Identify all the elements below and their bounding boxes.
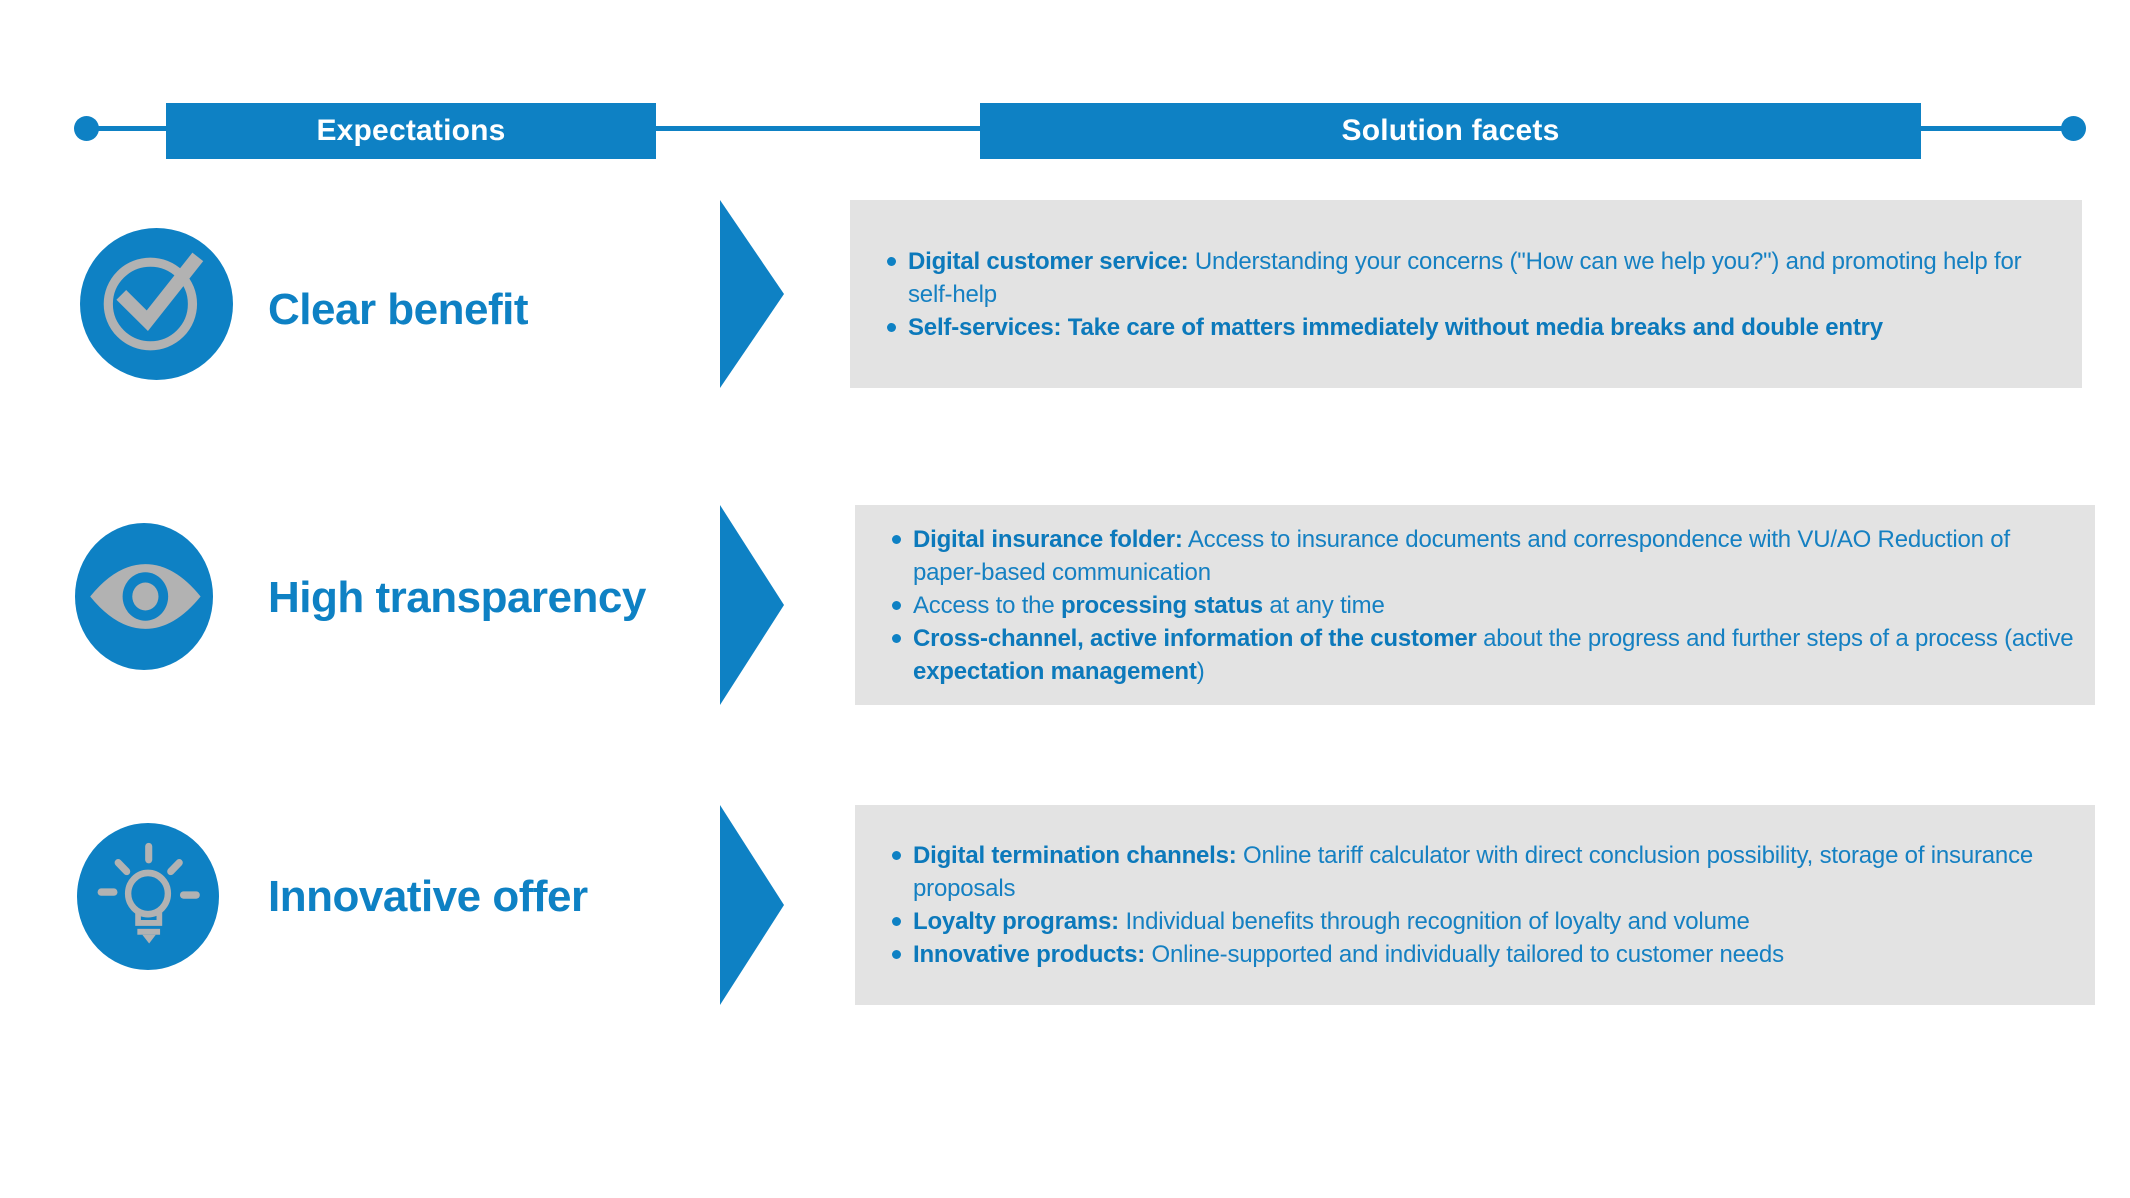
bullet-list: Digital customer service: Understanding … <box>850 245 2064 344</box>
bullet-text: Online tariff calculator with direct con… <box>913 842 2034 902</box>
solution-panel-high-transparency: Digital insurance folder: Access to insu… <box>855 505 2095 705</box>
bullet-list: Digital insurance folder: Access to insu… <box>855 523 2077 688</box>
bullet-item: Innovative products: Online-supported an… <box>892 938 2077 971</box>
bullet-text: Access to insurance documents and corres… <box>913 525 2010 586</box>
bullet-item: Self-services: Take care of matters imme… <box>887 311 2064 344</box>
bullet-text-bold: Digital customer service: <box>908 247 1189 275</box>
bullet-item: Loyalty programs: Individual benefits th… <box>892 905 2077 938</box>
bullet-text-bold: expectation management <box>913 657 1197 685</box>
bullet-text-bold: Loyalty programs: <box>913 908 1119 935</box>
row-title-high-transparency: High transparency <box>268 573 646 622</box>
header-solution-facets: Solution facets <box>980 103 1921 159</box>
bullet-text: Online-supported and individually tailor… <box>1145 941 1784 968</box>
bullet-item: Cross-channel, active information of the… <box>892 622 2077 688</box>
bullet-text-bold: processing status <box>1060 591 1263 619</box>
eye-icon <box>75 523 213 670</box>
check-circle-icon <box>80 228 233 380</box>
bullet-text-bold: Digital termination channels: <box>913 842 1237 869</box>
bullet-text: Individual benefits through recognition … <box>1118 908 1750 935</box>
bullet-text: Understanding your concerns ("How can we… <box>908 247 2022 308</box>
bullet-text: about the progress and further steps of … <box>1476 624 2074 652</box>
lightbulb-icon <box>77 823 219 970</box>
bullet-text-bold: Cross-channel, active information of the… <box>913 624 1477 652</box>
arrow-right-icon <box>720 805 784 1005</box>
bullet-item: Digital insurance folder: Access to insu… <box>892 523 2077 589</box>
header-expectations: Expectations <box>166 103 656 159</box>
arrow-right-icon <box>720 505 784 705</box>
row-title-innovative-offer: Innovative offer <box>268 872 588 921</box>
row-title-clear-benefit: Clear benefit <box>268 285 529 334</box>
bullet-list: Digital termination channels: Online tar… <box>855 839 2077 971</box>
bullet-item: Digital customer service: Understanding … <box>887 245 2064 311</box>
connector-right-dot <box>2061 116 2086 141</box>
arrow-right-icon <box>720 200 784 388</box>
bullet-text-bold: Digital insurance folder: <box>913 525 1183 553</box>
bullet-text: ) <box>1196 657 1205 685</box>
solution-panel-clear-benefit: Digital customer service: Understanding … <box>850 200 2082 388</box>
bullet-item: Digital termination channels: Online tar… <box>892 839 2077 905</box>
connector-left-dot <box>74 116 99 141</box>
solution-panel-innovative-offer: Digital termination channels: Online tar… <box>855 805 2095 1005</box>
bullet-text-bold: Innovative products: <box>913 941 1146 968</box>
bullet-text-bold: Self-services: Take care of matters imme… <box>908 313 1883 341</box>
bullet-text: at any time <box>1262 591 1385 619</box>
bullet-item: Access to the processing status at any t… <box>892 589 2077 622</box>
bullet-text: Access to the <box>913 591 1061 619</box>
